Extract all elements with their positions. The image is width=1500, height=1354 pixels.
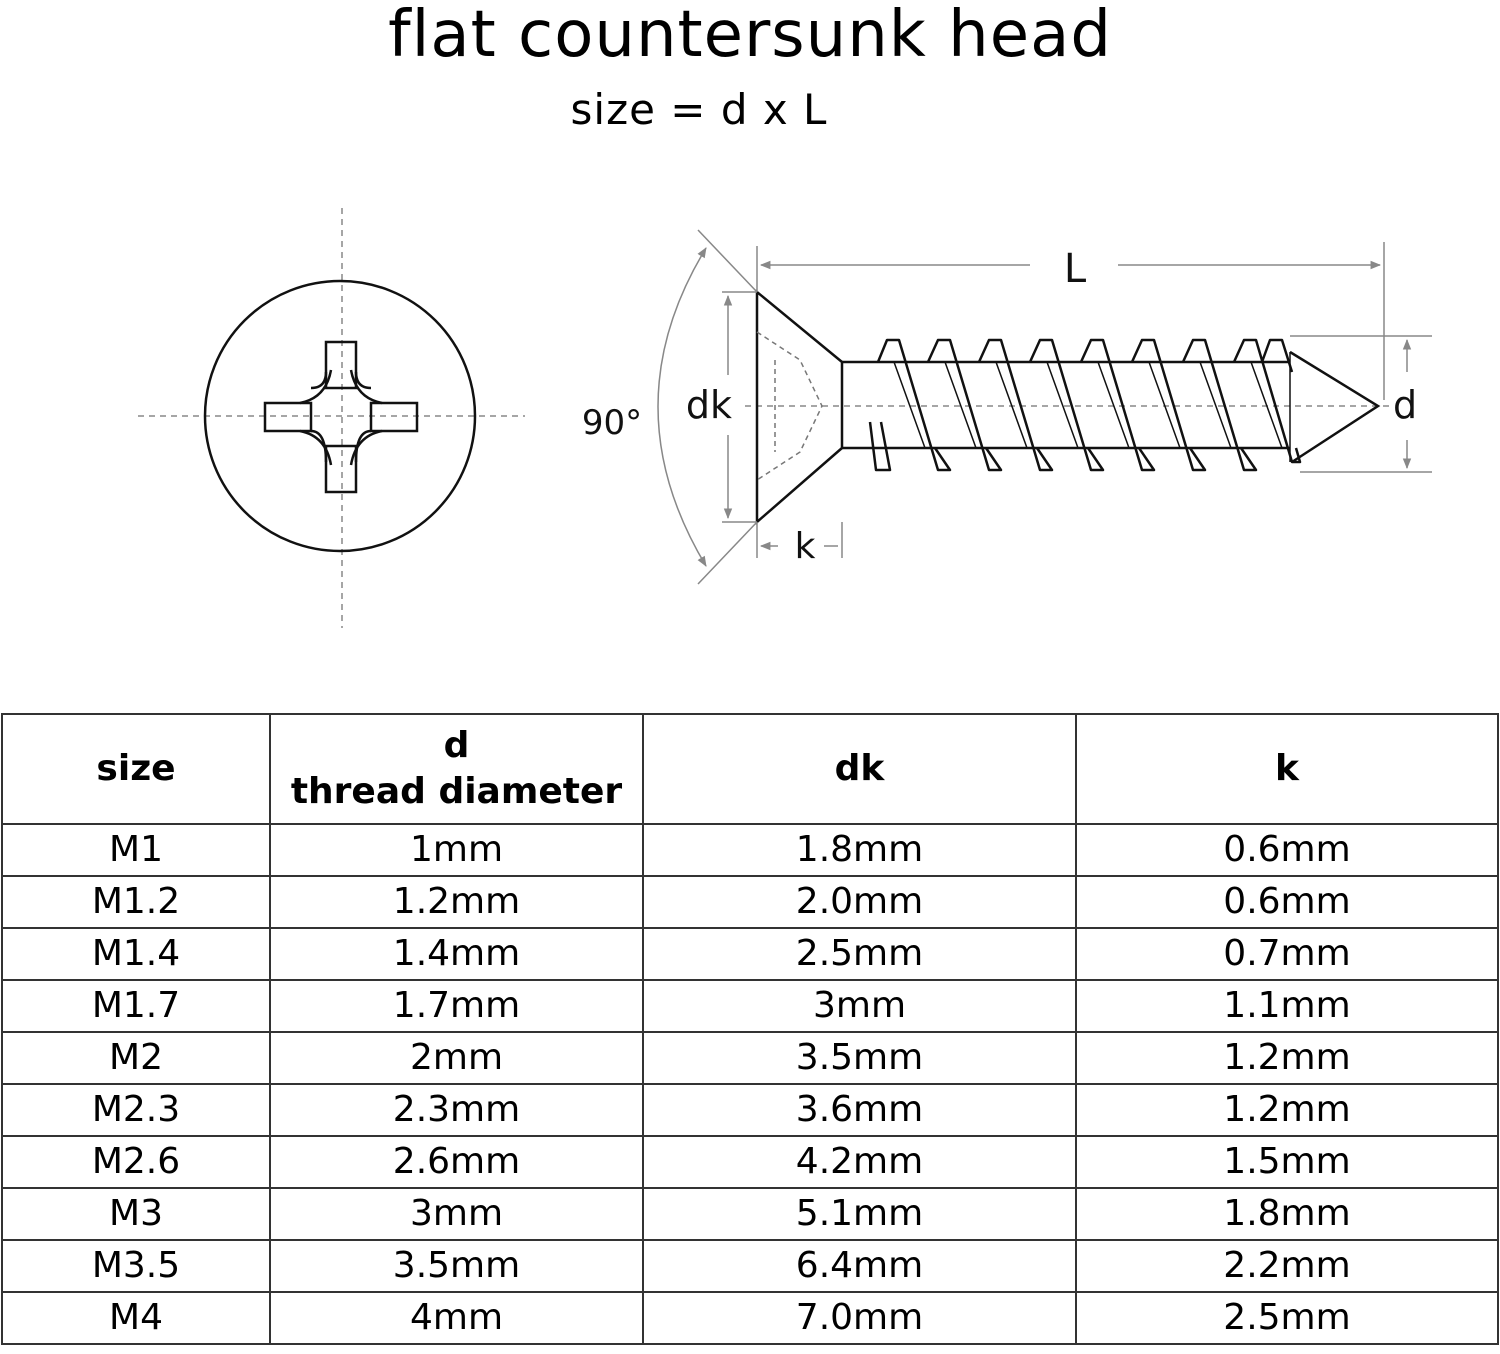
- cell-k: 0.6mm: [1075, 823, 1499, 877]
- cell-d: 3mm: [269, 1187, 644, 1241]
- cell-k: 2.2mm: [1075, 1239, 1499, 1293]
- cell-k: 1.2mm: [1075, 1031, 1499, 1085]
- header-k: k: [1075, 713, 1499, 825]
- cell-d: 4mm: [269, 1291, 644, 1345]
- cell-d: 2.6mm: [269, 1135, 644, 1189]
- cell-k: 1.5mm: [1075, 1135, 1499, 1189]
- thread-flanks: [893, 361, 1283, 449]
- cell-d: 2.3mm: [269, 1083, 644, 1137]
- cell-k: 0.7mm: [1075, 927, 1499, 981]
- cell-dk: 3.6mm: [642, 1083, 1077, 1137]
- cell-size: M4: [1, 1291, 271, 1345]
- cell-d: 1.2mm: [269, 875, 644, 929]
- header-d-symbol: d: [443, 725, 470, 766]
- cell-dk: 2.0mm: [642, 875, 1077, 929]
- cell-dk: 3.5mm: [642, 1031, 1077, 1085]
- size-formula: size = d x L: [570, 85, 828, 134]
- screw-head-top-view: [138, 208, 525, 628]
- screw-side-view: 90° dk k L d: [582, 229, 1432, 585]
- L-label: L: [1064, 246, 1087, 292]
- cell-dk: 5.1mm: [642, 1187, 1077, 1241]
- phillips-cross-icon: [263, 340, 419, 494]
- cell-d: 1.4mm: [269, 927, 644, 981]
- header-dk: dk: [642, 713, 1077, 825]
- thread-crests: [868, 338, 1302, 472]
- d-label: d: [1393, 383, 1417, 427]
- cell-size: M2: [1, 1031, 271, 1085]
- cell-dk: 7.0mm: [642, 1291, 1077, 1345]
- cell-d: 1mm: [269, 823, 644, 877]
- angle-guide-top: [697, 229, 758, 293]
- cell-size: M3: [1, 1187, 271, 1241]
- cell-size: M3.5: [1, 1239, 271, 1293]
- cell-k: 0.6mm: [1075, 875, 1499, 929]
- cell-k: 1.1mm: [1075, 979, 1499, 1033]
- dk-label: dk: [686, 383, 732, 427]
- page-title: flat countersunk head: [388, 0, 1112, 72]
- cell-k: 1.8mm: [1075, 1187, 1499, 1241]
- tapered-tip: [1289, 350, 1381, 464]
- recess-hidden-line: [756, 331, 823, 481]
- cell-d: 3.5mm: [269, 1239, 644, 1293]
- cell-dk: 2.5mm: [642, 927, 1077, 981]
- cell-size: M2.6: [1, 1135, 271, 1189]
- cell-size: M1: [1, 823, 271, 877]
- cell-d: 1.7mm: [269, 979, 644, 1033]
- cell-k: 2.5mm: [1075, 1291, 1499, 1345]
- cell-size: M1.4: [1, 927, 271, 981]
- k-label: k: [795, 526, 816, 567]
- cell-dk: 1.8mm: [642, 823, 1077, 877]
- header-size: size: [1, 713, 271, 825]
- angle-label: 90°: [582, 403, 642, 443]
- cell-size: M1.2: [1, 875, 271, 929]
- cell-d: 2mm: [269, 1031, 644, 1085]
- angle-arc: [657, 247, 707, 567]
- cell-dk: 4.2mm: [642, 1135, 1077, 1189]
- cell-size: M2.3: [1, 1083, 271, 1137]
- cell-dk: 6.4mm: [642, 1239, 1077, 1293]
- table-header-row: size d thread diameter dk k: [1, 713, 1499, 825]
- cell-k: 1.2mm: [1075, 1083, 1499, 1137]
- header-d-text: thread diameter: [290, 771, 623, 812]
- cell-dk: 3mm: [642, 979, 1077, 1033]
- cell-size: M1.7: [1, 979, 271, 1033]
- angle-guide-bottom: [697, 521, 758, 585]
- head-outline: [203, 279, 477, 553]
- header-d: d thread diameter: [269, 713, 644, 825]
- screw-diagram: 90° dk k L d: [138, 208, 1432, 628]
- countersunk-head-outline: [755, 289, 844, 525]
